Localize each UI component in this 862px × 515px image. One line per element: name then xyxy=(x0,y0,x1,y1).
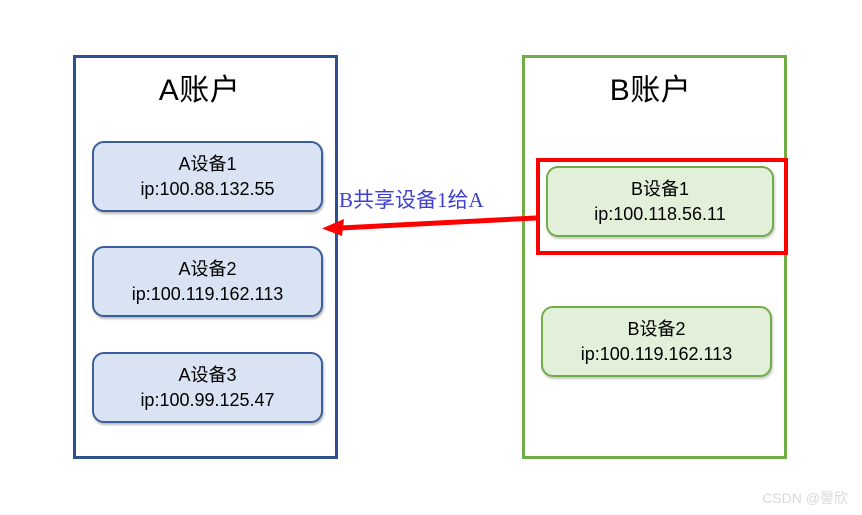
device-card-a3[interactable]: A设备3 ip:100.99.125.47 xyxy=(92,352,323,423)
csdn-watermark: CSDN @謦欣 xyxy=(762,490,848,506)
device-ip-b1: ip:100.118.56.11 xyxy=(594,203,726,224)
device-name-a1: A设备1 xyxy=(178,153,237,174)
device-card-a2[interactable]: A设备2 ip:100.119.162.113 xyxy=(92,246,323,317)
account-a-title: A账户 xyxy=(158,74,241,107)
device-name-a3: A设备3 xyxy=(178,364,237,385)
device-card-b1[interactable]: B设备1 ip:100.118.56.11 xyxy=(546,166,774,237)
device-name-b2: B设备2 xyxy=(627,318,686,339)
device-ip-a2: ip:100.119.162.113 xyxy=(131,283,284,304)
device-ip-a3: ip:100.99.125.47 xyxy=(140,389,275,410)
device-ip-b2: ip:100.119.162.113 xyxy=(580,343,733,364)
share-arrow-label: B共享设备1给A xyxy=(339,188,484,212)
account-b-title: B账户 xyxy=(609,74,692,107)
device-card-b2[interactable]: B设备2 ip:100.119.162.113 xyxy=(541,306,772,377)
device-card-a1[interactable]: A设备1 ip:100.88.132.55 xyxy=(92,141,323,212)
device-name-a2: A设备2 xyxy=(178,258,237,279)
device-name-b1: B设备1 xyxy=(630,178,690,199)
account-b-container: B账户 B设备1 ip:100.118.56.11 B设备2 ip:100.11… xyxy=(522,55,787,459)
device-ip-a1: ip:100.88.132.55 xyxy=(140,178,275,199)
account-a-container: A账户 A设备1 ip:100.88.132.55 A设备2 ip:100.11… xyxy=(73,55,338,459)
